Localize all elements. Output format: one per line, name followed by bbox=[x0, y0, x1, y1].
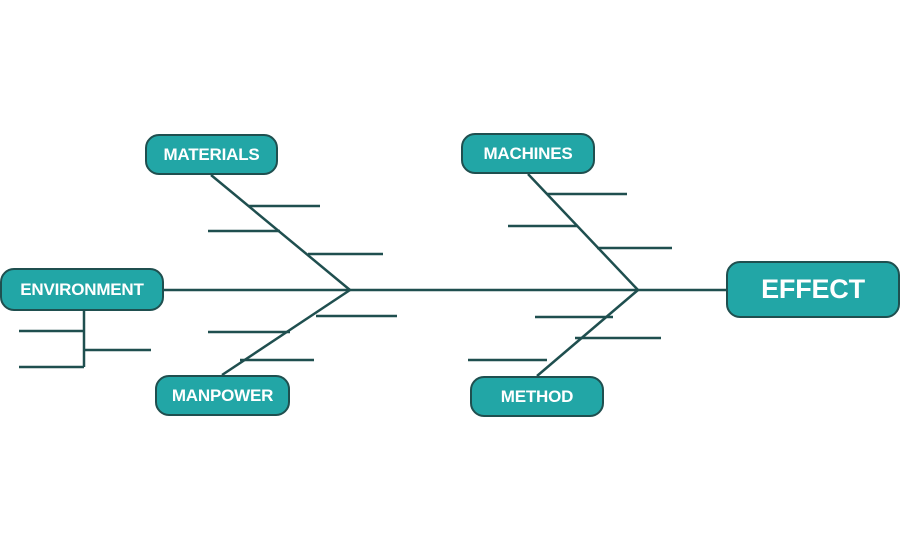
cause-machines-label: MACHINES bbox=[483, 143, 573, 163]
cause-method-box: METHOD bbox=[470, 376, 604, 417]
cause-machines-box: MACHINES bbox=[461, 133, 595, 174]
effect-box: EFFECT bbox=[726, 261, 900, 318]
bone-method bbox=[536, 289, 639, 377]
cause-method-label: METHOD bbox=[500, 386, 574, 406]
cause-materials-box: MATERIALS bbox=[145, 134, 278, 175]
cause-environment-box: ENVIRONMENT bbox=[0, 268, 164, 311]
bone-machines bbox=[527, 173, 639, 291]
cause-manpower-label: MANPOWER bbox=[171, 385, 274, 405]
cause-manpower-box: MANPOWER bbox=[155, 375, 290, 416]
cause-environment-label: ENVIRONMENT bbox=[20, 279, 144, 299]
cause-materials-label: MATERIALS bbox=[163, 144, 260, 164]
bone-materials bbox=[210, 174, 351, 291]
effect-label: EFFECT bbox=[761, 274, 865, 304]
